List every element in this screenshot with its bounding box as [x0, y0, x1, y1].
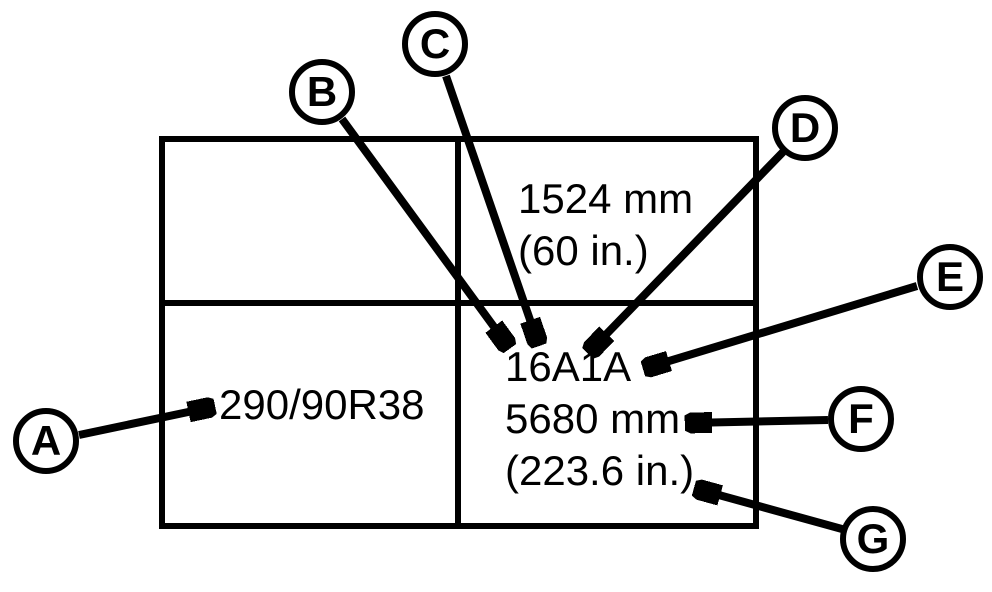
tire-size-block: 290/90R38 [219, 379, 425, 431]
callout-circle-f: F [828, 386, 894, 452]
length-mm-value: 5680 mm [505, 395, 681, 442]
callout-circle-d: D [772, 95, 838, 161]
callout-letter-d: D [789, 104, 821, 151]
callout-letter-a: A [30, 417, 62, 464]
dimension-mm-value: 1524 mm [518, 175, 694, 222]
vertical-divider-line [455, 136, 461, 529]
callout-letter-g: G [856, 515, 890, 562]
dimension-in-value: (60 in.) [518, 227, 649, 274]
callout-circle-c: C [402, 11, 468, 77]
code-value: 16A1A [505, 343, 632, 390]
callout-circle-g: G [840, 506, 906, 572]
callout-letter-f: F [848, 395, 874, 442]
callout-letter-b: B [306, 68, 338, 115]
callout-circle-a: A [13, 408, 79, 474]
length-in-value: (223.6 in.) [505, 447, 695, 494]
dimension-block-top-right: 1524 mm (60 in.) [518, 173, 693, 277]
callout-circle-b: B [289, 59, 355, 125]
callout-letter-e: E [935, 253, 964, 300]
tire-size-value: 290/90R38 [219, 381, 425, 428]
callout-letter-c: C [419, 20, 451, 67]
callout-circle-e: E [917, 244, 983, 310]
dimension-block-bottom-right: 16A1A 5680 mm (223.6 in.) [505, 341, 694, 497]
